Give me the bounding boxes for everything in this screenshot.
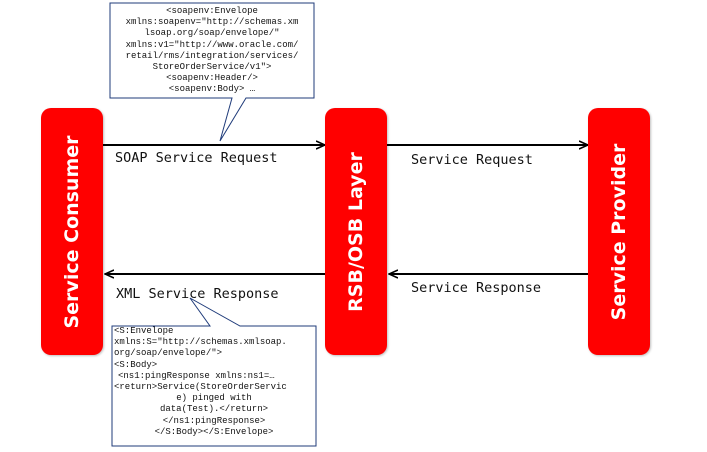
service-provider-label: Service Provider — [608, 143, 630, 320]
service-consumer-label: Service Consumer — [61, 134, 83, 329]
soap-service-request-label: SOAP Service Request — [115, 150, 278, 166]
response-line: </S:Body></S:Envelope> — [154, 426, 274, 437]
response-line: xmlns:S="http://schemas.xmlsoap. — [114, 337, 287, 348]
response-callout — [111, 297, 317, 447]
response-line: <S:Envelope — [114, 326, 174, 336]
response-line: <ns1:pingResponse xmlns:ns1=… — [118, 370, 275, 381]
response-line: org/soap/envelope/"> — [114, 348, 223, 359]
service-provider-block: Service Provider — [588, 108, 650, 355]
request-line: lsoap.org/soap/envelope/" — [144, 28, 280, 39]
service-consumer-block: Service Consumer — [41, 108, 103, 355]
request-callout — [109, 2, 315, 142]
request-line: <soapenv:Header/> — [166, 73, 258, 84]
request-line: xmlns:v1="http://www.oracle.com/ — [125, 39, 299, 50]
service-request-label: Service Request — [411, 152, 533, 168]
request-line: StoreOrderService/v1"> — [152, 62, 272, 73]
request-callout-text: <soapenv:Envelope xmlns:soapenv="http://… — [112, 6, 312, 96]
service-response-label: Service Response — [411, 280, 542, 296]
request-line: <soapenv:Envelope — [166, 6, 258, 16]
xml-service-response-label: XML Service Response — [116, 286, 279, 302]
response-line: data(Test).</return> — [159, 404, 269, 415]
response-line: e) pinged with — [176, 393, 252, 404]
response-callout-text: <S:Envelope xmlns:S="http://schemas.xmls… — [114, 326, 314, 438]
response-line: <S:Body> — [114, 359, 158, 370]
rsb-osb-layer-label: RSB/OSB Layer — [345, 151, 367, 312]
request-line: xmlns:soapenv="http://schemas.xm — [125, 17, 299, 28]
response-line: <return>Service(StoreOrderServic — [114, 382, 287, 393]
request-line: <soapenv:Body> … — [168, 84, 256, 95]
response-line: </ns1:pingResponse> — [162, 415, 266, 426]
request-line: retail/rms/integration/services/ — [125, 50, 299, 61]
rsb-osb-layer-block: RSB/OSB Layer — [325, 108, 387, 355]
